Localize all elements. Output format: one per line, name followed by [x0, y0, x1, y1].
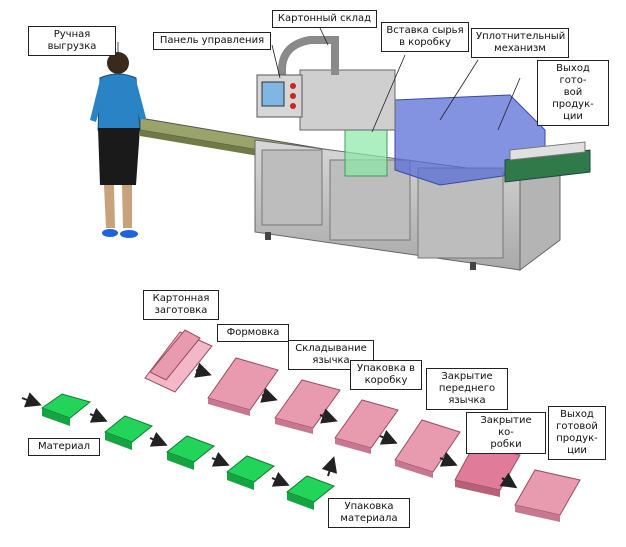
label-insert-raw: Вставка сырья в коробку	[381, 22, 469, 52]
operator-figure	[90, 52, 146, 238]
label-manual-unload: Ручная выгрузка	[28, 26, 116, 56]
flow-arrows	[21, 362, 518, 489]
material-block-2	[103, 415, 154, 450]
label-material: Материал	[28, 438, 100, 456]
material-block-3	[165, 435, 216, 470]
label-sealing: Уплотнительный механизм	[471, 28, 569, 58]
label-material-pack: Упаковка материала	[328, 498, 410, 528]
carton-boxed	[334, 399, 399, 454]
material-stages	[40, 393, 336, 510]
label-carton-storage: Картонный склад	[272, 10, 377, 28]
carton-tongue-folded	[274, 379, 341, 434]
label-blank: Картонная заготовка	[143, 290, 219, 320]
material-block-5	[285, 475, 336, 510]
label-control-panel: Панель управления	[153, 32, 271, 50]
material-block-1	[40, 393, 92, 426]
label-output: Выход гото- вой продук- ции	[537, 60, 609, 126]
carton-finished	[514, 469, 581, 522]
carton-blank	[144, 329, 213, 393]
carton-formed	[207, 357, 279, 416]
label-box-close: Закрытие ко- робки	[466, 412, 546, 454]
insert-guard	[344, 127, 388, 177]
carton-magazine	[278, 36, 339, 95]
cartoning-machine	[139, 36, 591, 271]
label-finished: Выход готовой продук- ции	[548, 406, 606, 460]
label-front-close: Закрытие переднего язычка	[426, 368, 508, 410]
label-boxing: Упаковка в коробку	[350, 360, 422, 390]
carton-stages	[144, 329, 581, 522]
carton-front-closed	[394, 419, 461, 478]
machine-leader-lines	[117, 27, 521, 133]
label-forming: Формовка	[217, 324, 289, 342]
material-block-4	[225, 455, 276, 490]
